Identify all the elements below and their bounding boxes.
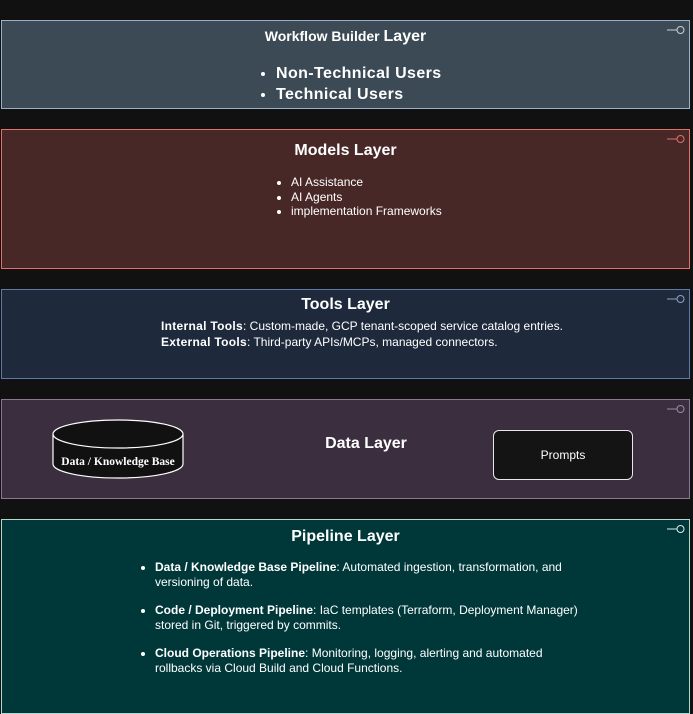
database-cylinder-icon — [52, 419, 184, 479]
models-layer: Models Layer AI Assistance AI Agents imp… — [1, 129, 690, 269]
pipeline-item-text: : Monitoring, logging, alerting and auto… — [155, 646, 543, 675]
pipeline-item-label: Code / Deployment Pipeline — [155, 603, 314, 617]
pipeline-item-label: Data / Knowledge Base Pipeline — [155, 560, 337, 574]
list-item: Cloud Operations Pipeline: Monitoring, l… — [155, 646, 585, 676]
internal-tools-label: Internal Tools — [161, 319, 243, 333]
external-tools-line: External Tools: Third-party APIs/MCPs, m… — [161, 334, 563, 350]
layer-title-prefix: Workflow Builder — [264, 28, 380, 44]
data-layer: Data / Knowledge Base Data Layer Prompts — [1, 399, 690, 499]
internal-tools-text: : Custom-made, GCP tenant-scoped service… — [242, 319, 563, 333]
connector-icon — [667, 295, 685, 303]
connector-icon — [667, 405, 685, 413]
prompts-node: Prompts — [493, 430, 633, 480]
list-item: Non-Technical Users — [276, 63, 442, 84]
external-tools-text: : Third-party APIs/MCPs, managed connect… — [247, 335, 498, 349]
external-tools-label: External Tools — [161, 335, 247, 349]
database-label: Data / Knowledge Base — [61, 456, 175, 468]
pipeline-item-label: Cloud Operations Pipeline — [155, 646, 306, 660]
knowledge-base-database: Data / Knowledge Base — [52, 419, 184, 479]
connector-icon — [667, 525, 685, 533]
prompts-label: Prompts — [540, 448, 586, 462]
tools-layer: Tools Layer Internal Tools: Custom-made,… — [1, 289, 690, 379]
internal-tools-line: Internal Tools: Custom-made, GCP tenant-… — [161, 318, 563, 334]
list-item: AI Agents — [291, 190, 442, 205]
connector-icon — [667, 135, 685, 143]
layer-title: Models Layer — [294, 142, 397, 159]
layer-title: Data Layer — [325, 435, 407, 452]
pipeline-list: Data / Knowledge Base Pipeline: Automate… — [155, 560, 585, 689]
layer-title: Workflow Builder Layer — [2, 28, 689, 46]
layer-title: Pipeline Layer — [291, 528, 400, 545]
model-list: AI Assistance AI Agents implementation F… — [291, 175, 442, 219]
list-item: Data / Knowledge Base Pipeline: Automate… — [155, 560, 585, 590]
connector-icon — [667, 26, 685, 34]
list-item: implementation Frameworks — [291, 204, 442, 219]
list-item: Code / Deployment Pipeline: IaC template… — [155, 603, 585, 633]
pipeline-item-text: : Automated ingestion, transformation, a… — [155, 560, 562, 589]
list-item: AI Assistance — [291, 175, 442, 190]
pipeline-item-text: : IaC templates (Terraform, Deployment M… — [155, 603, 578, 632]
list-item: Technical Users — [276, 84, 442, 105]
layer-title-suffix: Layer — [383, 28, 427, 45]
pipeline-layer: Pipeline Layer Data / Knowledge Base Pip… — [1, 519, 690, 714]
layer-title: Tools Layer — [301, 296, 390, 313]
workflow-builder-layer: Workflow Builder Layer Non-Technical Use… — [1, 20, 690, 109]
user-list: Non-Technical Users Technical Users — [276, 63, 442, 105]
tools-description: Internal Tools: Custom-made, GCP tenant-… — [161, 318, 563, 350]
